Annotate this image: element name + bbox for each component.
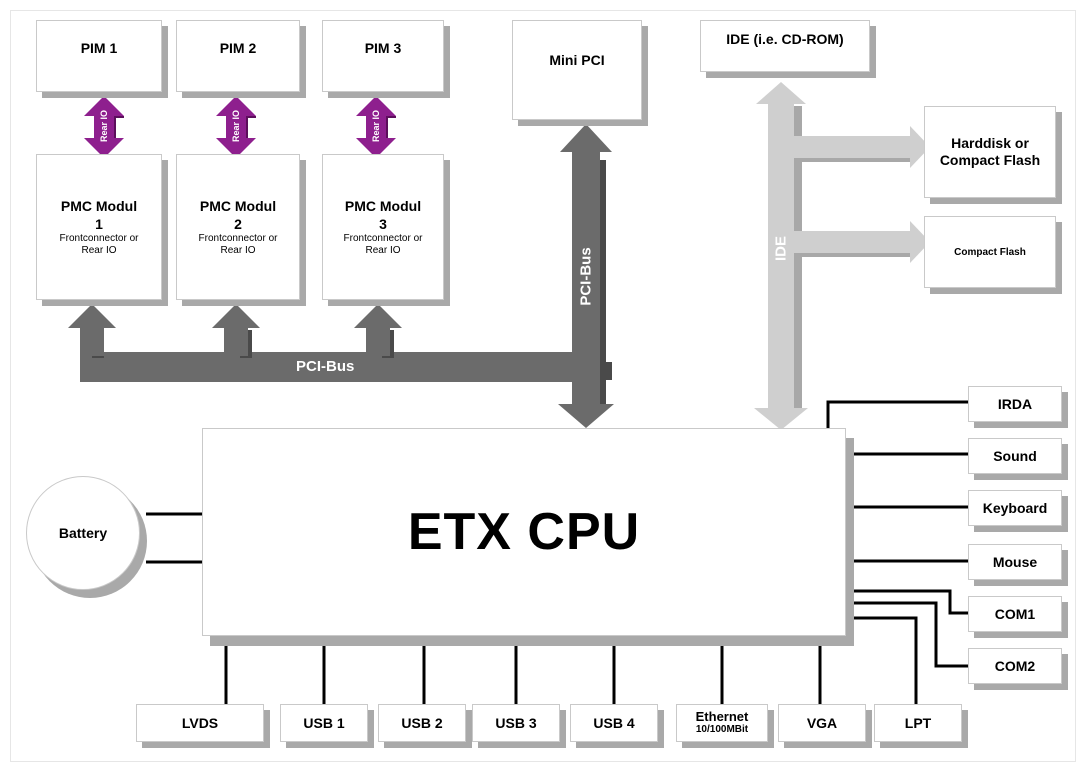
- ide-arrow-cf: [910, 221, 930, 263]
- lpt-box: LPT: [874, 704, 962, 742]
- pmc-1-title: PMC Modul: [60, 198, 138, 214]
- com1-box: COM1: [968, 596, 1062, 632]
- ethernet-box: Ethernet 10/100MBit: [676, 704, 768, 742]
- etx-cpu-label: ETX CPU: [407, 503, 641, 561]
- pci-bus-vertical-label: PCI-Bus: [577, 247, 595, 306]
- wire-com2: [848, 601, 968, 668]
- mini-pci-box: Mini PCI: [512, 20, 642, 120]
- etx-cpu-box: ETX CPU: [202, 428, 846, 636]
- pci-bus: [68, 124, 614, 428]
- ide-branch-cf: [794, 231, 912, 253]
- ethernet-label: Ethernet: [695, 709, 749, 724]
- ide-arrow-cpu: [754, 408, 808, 430]
- vga-box: VGA: [778, 704, 866, 742]
- pim-3-box: PIM 3: [322, 20, 444, 92]
- rear-io-label-1: Rear IO: [99, 110, 109, 143]
- pci-arrow-pmc2: [212, 304, 260, 328]
- ide-bus-vertical: [768, 102, 794, 410]
- pci-bus-label: PCI-Bus: [296, 358, 355, 375]
- pim-2-box: PIM 2: [176, 20, 300, 92]
- pmc-module-2: PMC Modul 2 Frontconnector or Rear IO: [176, 154, 300, 300]
- wire-irda: [826, 400, 968, 430]
- rear-io-arrow-1: [84, 96, 124, 158]
- irda-box: IRDA: [968, 386, 1062, 422]
- pmc-2-number: 2: [234, 216, 242, 232]
- pci-arrow-minipci: [560, 124, 612, 152]
- ide-bus: [754, 82, 930, 430]
- wire-lpt: [848, 616, 918, 704]
- ethernet-speed: 10/100MBit: [695, 724, 749, 735]
- ide-arrow-cdrom: [756, 82, 806, 104]
- com2-box: COM2: [968, 648, 1062, 684]
- mouse-box: Mouse: [968, 544, 1062, 580]
- pmc-module-3: PMC Modul 3 Frontconnector or Rear IO: [322, 154, 444, 300]
- compact-flash-label: Compact Flash: [954, 246, 1026, 258]
- rear-io-arrows: [84, 96, 396, 158]
- rear-io-label-3: Rear IO: [371, 110, 381, 143]
- battery-circle: Battery: [26, 476, 140, 590]
- usb2-box: USB 2: [378, 704, 466, 742]
- ide-branch-harddisk: [794, 136, 912, 158]
- pci-bus-vertical: [572, 150, 600, 406]
- diagram-frame: [10, 10, 1076, 762]
- compact-flash-box: Compact Flash: [924, 216, 1056, 288]
- pmc-1-number: 1: [95, 216, 103, 232]
- sound-box: Sound: [968, 438, 1062, 474]
- pmc-2-sub1: Frontconnector or: [198, 233, 278, 244]
- harddisk-line1: Harddisk or: [951, 135, 1029, 151]
- rear-io-arrow-2: [216, 96, 256, 158]
- pci-bus-horizontal: [80, 352, 604, 382]
- pci-arrow-pmc3: [354, 304, 402, 328]
- pci-arrow-cpu: [558, 404, 614, 428]
- pim-1-box: PIM 1: [36, 20, 162, 92]
- pmc-module-1: PMC Modul 1 Frontconnector or Rear IO: [36, 154, 162, 300]
- usb4-box: USB 4: [570, 704, 658, 742]
- pmc-2-sub2: Rear IO: [220, 245, 256, 256]
- rear-io-arrow-3: [356, 96, 396, 158]
- harddisk-line2: Compact Flash: [939, 152, 1041, 168]
- ide-bus-label: IDE: [772, 236, 790, 262]
- pmc-3-sub2: Rear IO: [365, 245, 401, 256]
- pci-stub-pmc3: [366, 326, 390, 356]
- pci-arrow-pmc1: [68, 304, 116, 328]
- ide-cdrom-box: IDE (i.e. CD-ROM): [700, 20, 870, 72]
- wire-com1: [848, 589, 968, 615]
- keyboard-box: Keyboard: [968, 490, 1062, 526]
- lvds-box: LVDS: [136, 704, 264, 742]
- pmc-1-sub2: Rear IO: [81, 245, 117, 256]
- pmc-3-sub1: Frontconnector or: [343, 233, 423, 244]
- pmc-3-number: 3: [379, 216, 387, 232]
- pmc-2-title: PMC Modul: [199, 198, 277, 214]
- pci-stub-pmc1: [80, 326, 104, 356]
- ide-arrow-harddisk: [910, 126, 930, 168]
- rear-io-label-2: Rear IO: [231, 110, 241, 143]
- pmc-3-title: PMC Modul: [344, 198, 422, 214]
- usb3-box: USB 3: [472, 704, 560, 742]
- usb1-box: USB 1: [280, 704, 368, 742]
- signal-wires: [146, 400, 968, 704]
- pci-stub-pmc2: [224, 326, 248, 356]
- harddisk-box: Harddisk or Compact Flash: [924, 106, 1056, 198]
- pmc-1-sub1: Frontconnector or: [59, 233, 139, 244]
